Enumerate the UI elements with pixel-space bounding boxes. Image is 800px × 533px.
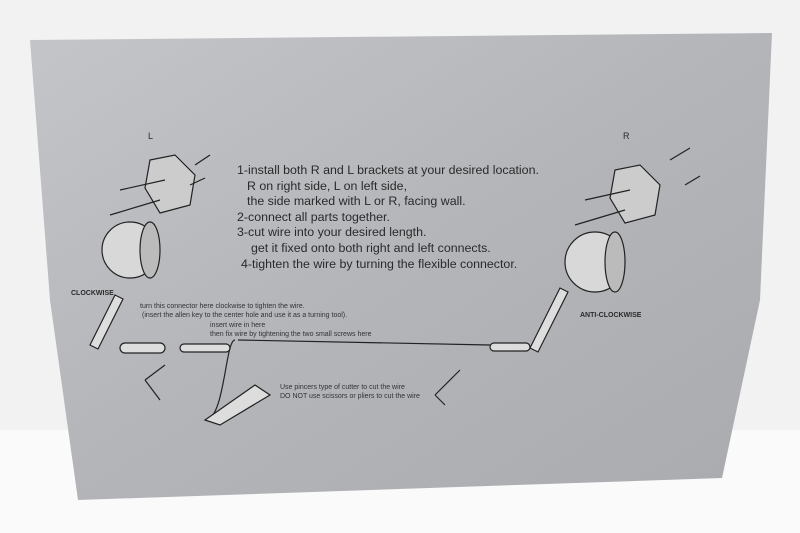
step-line: the side marked with L or R, facing wall… — [247, 194, 466, 209]
clockwise-label: CLOCKWISE — [71, 290, 114, 297]
bracket-right-label: R — [623, 131, 630, 141]
instruction-steps: 1-install both R and L brackets at your … — [237, 163, 539, 272]
connector-assembly-drawing — [89, 287, 569, 426]
turn-note-2: (insert the allen key to the center hole… — [142, 312, 348, 319]
anticlockwise-label: ANTI-CLOCKWISE — [580, 312, 642, 319]
turn-note-1: turn this connector here clockwise to ti… — [140, 303, 305, 310]
step-line: get it fixed onto both right and left co… — [251, 240, 491, 255]
step-line: R on right side, L on left side, — [247, 178, 408, 193]
right-bracket-drawing — [564, 147, 701, 293]
step-line: 2-connect all parts together. — [237, 209, 390, 224]
wire-note-1: insert wire in here — [210, 322, 266, 329]
step-line: 3-cut wire into your desired length. — [237, 225, 427, 240]
cut-note-1: Use pincers type of cutter to cut the wi… — [280, 384, 405, 391]
bracket-left-label: L — [148, 131, 154, 141]
sheet-paper — [30, 33, 772, 500]
wire-note-2: then fix wire by tightening the two smal… — [210, 331, 372, 338]
cut-note-2: DO NOT use scissors or pliers to cut the… — [280, 393, 420, 400]
left-bracket-drawing — [101, 154, 211, 279]
step-line: 4-tighten the wire by turning the flexib… — [241, 256, 518, 271]
step-line: 1-install both R and L brackets at your … — [237, 163, 539, 177]
